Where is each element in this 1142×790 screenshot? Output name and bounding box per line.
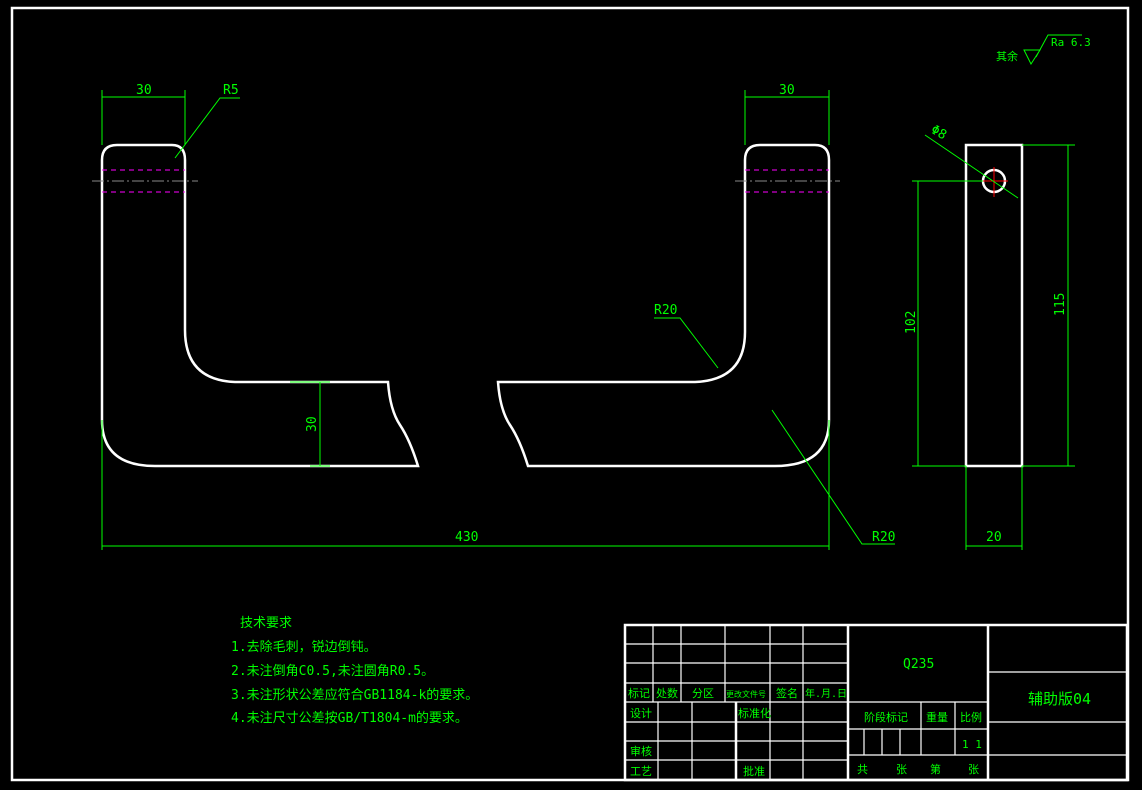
sheet-label: 张: [968, 763, 979, 776]
weight-label: 重量: [926, 710, 948, 724]
sheets-label: 张: [896, 763, 907, 776]
note-item: 2.未注倒角C0.5,未注圆角R0.5。: [231, 664, 434, 679]
dim-side-width: 20: [986, 530, 1002, 545]
dim-outer-radius: R20: [872, 530, 895, 545]
rev-header: 年.月.日: [805, 687, 847, 700]
drawing-name: 辅助版04: [1028, 690, 1091, 708]
rev-header: 签名: [776, 686, 798, 700]
left-part-outline: [100, 143, 420, 468]
dim-inner-radius: R20: [654, 303, 677, 318]
dim-overall-length: 430: [455, 530, 478, 545]
scale-value: 1 1: [962, 738, 982, 751]
rev-header: 分区: [692, 687, 714, 700]
dim-hole-height: 102: [904, 311, 919, 334]
dimensions: 30 R5 30 430 30 R20 R20: [101, 83, 895, 550]
process-label: 工艺: [630, 765, 652, 778]
drawing-border: [10, 6, 1130, 782]
rev-header: 标记: [628, 686, 650, 700]
right-part-outline: [496, 143, 831, 468]
notes-title: 技术要求: [240, 616, 292, 631]
scale-label: 比例: [960, 710, 982, 724]
rev-header: 更改文件号: [726, 689, 766, 699]
rev-header: 处数: [656, 687, 678, 700]
note-item: 4.未注尺寸公差按GB/T1804-m的要求。: [231, 710, 468, 726]
dim-thickness: 30: [305, 416, 320, 432]
dim-total-height: 115: [1053, 293, 1068, 316]
material: Q235: [903, 657, 934, 672]
total-label: 共: [857, 763, 868, 776]
dim-left-width: 30: [136, 83, 152, 98]
dim-hole-dia: Φ8: [928, 122, 949, 143]
side-view: Φ8 102 115 20: [904, 122, 1075, 550]
stage-mark-label: 阶段标记: [864, 710, 908, 724]
roughness-value: Ra 6.3: [1051, 36, 1091, 49]
standardize-label: 标准化: [738, 706, 771, 720]
technical-notes: 技术要求 1.去除毛刺，锐边倒钝。 2.未注倒角C0.5,未注圆角R0.5。 3…: [231, 616, 478, 726]
approve-label: 批准: [743, 764, 765, 778]
note-item: 3.未注形状公差应符合GB1184-k的要求。: [231, 687, 478, 703]
review-label: 审核: [630, 744, 652, 758]
dim-right-width: 30: [779, 83, 795, 98]
sheet-no-label: 第: [930, 762, 941, 776]
title-block: 标记 处数 分区 更改文件号 签名 年.月.日 设计 标准化 审核 工艺 批准 …: [623, 623, 1129, 782]
design-label: 设计: [630, 707, 652, 720]
roughness-label: 其余: [996, 49, 1018, 63]
dim-left-radius: R5: [223, 83, 239, 98]
note-item: 1.去除毛刺，锐边倒钝。: [231, 640, 377, 655]
hidden-lines: [92, 169, 840, 193]
roughness-symbol: 其余 Ra 6.3: [996, 34, 1091, 66]
